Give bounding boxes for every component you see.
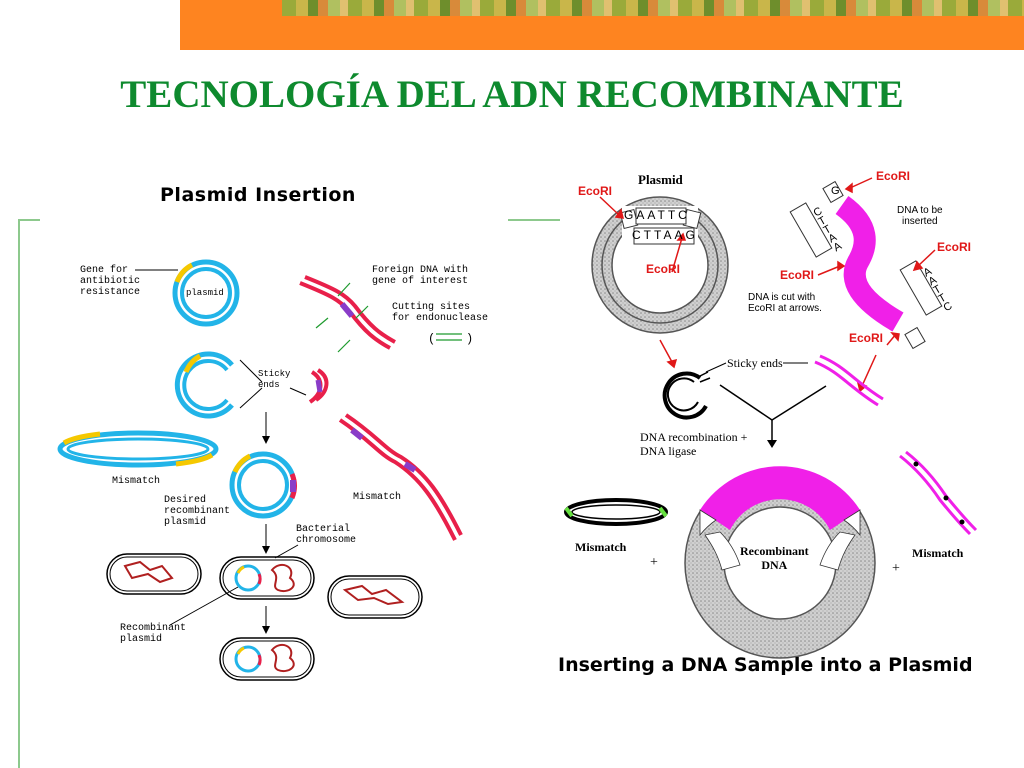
bacterium-2: [219, 556, 315, 600]
plasmid-ring-1: [172, 259, 240, 327]
seq-letter: T: [657, 208, 668, 222]
insert-dna-segment: [835, 196, 904, 332]
endonuclease-bracket: ( ): [428, 332, 473, 346]
insert-side-boxes: [789, 180, 943, 350]
bacterium-3: [327, 575, 423, 619]
label-mismatch-left: Mismatch: [112, 476, 161, 487]
label-sticky-ends-right: Sticky ends: [727, 356, 783, 370]
label-foreign-dna: Foreign DNA with gene of interest: [372, 265, 469, 287]
cut-arrow-4: [337, 339, 351, 353]
seq-letter: T: [667, 208, 679, 222]
seq-letter: C: [632, 228, 644, 242]
banner-photo-strip: [282, 0, 1024, 16]
right-plasmid-label: Plasmid: [638, 172, 683, 187]
seq-letter: A: [636, 208, 648, 222]
sequence-boxes-plasmid: [619, 207, 702, 245]
frame-line-left-horizontal: [18, 219, 40, 221]
label-dna-recombination: DNA recombination + DNA ligase: [640, 430, 748, 458]
label-gene-antibiotic: Gene for antibiotic resistance: [80, 265, 141, 298]
seq-letter: G: [624, 208, 637, 222]
label-mismatch-right: Mismatch: [353, 492, 402, 503]
mismatch-ellipse: [57, 430, 219, 468]
cut-insert-magenta: [814, 354, 884, 407]
svg-text:): ): [466, 332, 473, 346]
ecori-label-4: EcoRI: [937, 240, 972, 254]
label-cut-note: DNA is cut with EcoRI at arrows.: [748, 292, 822, 314]
left-diagram-heading: Plasmid Insertion: [160, 184, 356, 206]
frame-line-left-vertical: [18, 219, 20, 768]
seq-letter: C: [678, 208, 690, 222]
ecori-label-3: EcoRI: [876, 169, 911, 183]
seq-letter: A: [647, 208, 658, 222]
slide-title: TECNOLOGÍA DEL ADN RECOMBINANTE: [120, 73, 904, 116]
foreign-dna-strand: [299, 275, 396, 350]
cut-fragment: [308, 368, 329, 404]
frame-line-mid-horizontal: [508, 219, 560, 221]
seq-plasmid-bottom: CTTAAG: [632, 228, 698, 242]
label-desired-recombinant: Desired recombinant plasmid: [164, 495, 231, 528]
seq-plasmid-top: GAATTC: [624, 208, 690, 222]
seq-letter: T: [643, 228, 655, 242]
mismatch-magenta-strand: [899, 450, 978, 536]
right-diagram-caption: Inserting a DNA Sample into a Plasmid: [558, 654, 973, 676]
ecori-label-1: EcoRI: [578, 184, 613, 198]
bacterium-1: [106, 553, 202, 595]
plus-sign-right: +: [892, 561, 900, 576]
seq-letter: T: [654, 228, 664, 242]
seq-letter: A: [674, 228, 686, 242]
label-mismatch-right-right: Mismatch: [912, 546, 964, 560]
label-recombinant-dna: Recombinant DNA: [740, 544, 809, 572]
label-bacterial-chromosome: Bacterial chromosome: [296, 524, 357, 546]
label-mismatch-right-left: Mismatch: [575, 540, 627, 554]
cut-plasmid-black: [662, 371, 711, 420]
cut-arrow-2: [355, 305, 369, 319]
mismatch-red-strand: [338, 413, 463, 541]
desired-recombinant-plasmid: [229, 451, 297, 519]
label-dna-to-be-inserted: DNA to be inserted: [897, 205, 943, 227]
seq-insert-g-top: G: [831, 185, 840, 197]
label-recombinant-plasmid: Recombinant plasmid: [120, 623, 187, 645]
label-cutting-sites: Cutting sites for endonuclease: [392, 302, 489, 324]
opened-plasmid: [174, 351, 234, 419]
label-sticky-ends: Sticky ends: [258, 369, 291, 390]
bacterium-final: [219, 637, 315, 681]
plus-sign-left: +: [650, 555, 658, 570]
svg-text:(: (: [428, 332, 435, 346]
ecori-label-2: EcoRI: [646, 262, 681, 276]
label-plasmid: plasmid: [186, 288, 224, 298]
mismatch-black-ellipse: [564, 498, 668, 526]
cut-arrow-3: [315, 317, 329, 329]
recombinant-dna-ring: [684, 466, 876, 659]
seq-letter: A: [663, 228, 675, 242]
seq-letter: G: [685, 228, 698, 242]
cut-arrow-1: [337, 282, 351, 297]
ecori-label-5: EcoRI: [780, 268, 815, 282]
ecori-label-6: EcoRI: [849, 331, 884, 345]
